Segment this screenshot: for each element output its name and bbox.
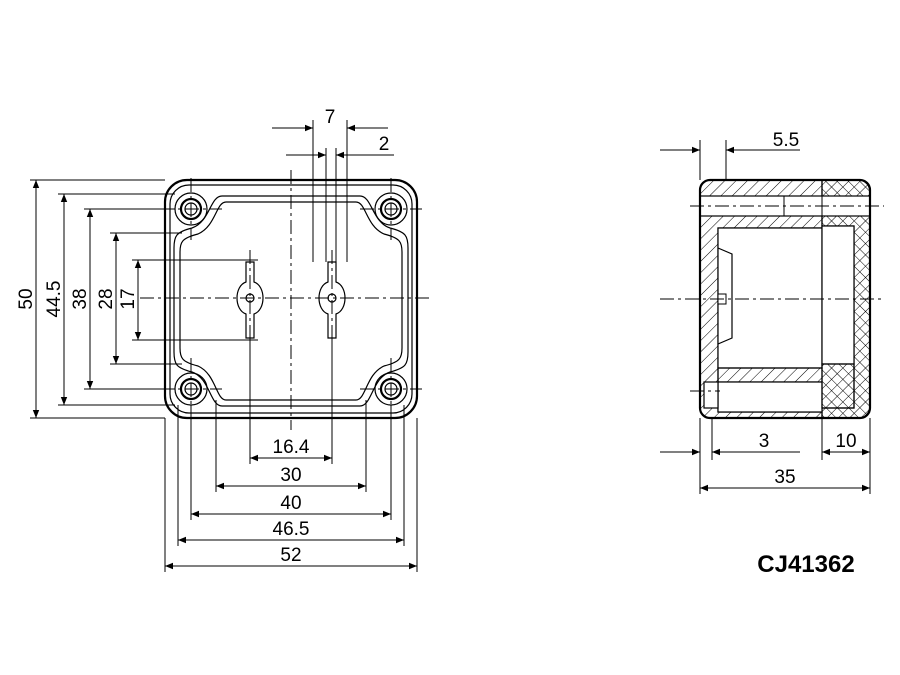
cavity-inner — [179, 201, 403, 401]
dim-height-28: 28 — [96, 288, 117, 309]
dim-height-44-5: 44.5 — [44, 281, 65, 318]
dim-wall-5-5: 5.5 — [773, 130, 799, 151]
dim-lid-10: 10 — [835, 431, 856, 452]
side-view: 5.5 3 10 35 — [660, 130, 884, 494]
part-number: CJ41362 — [757, 551, 854, 578]
dim-base-3: 3 — [759, 431, 770, 452]
dim-post-width-7: 7 — [325, 107, 336, 128]
dim-height-50: 50 — [16, 288, 37, 309]
dim-width-30: 30 — [280, 465, 301, 486]
dim-height-38: 38 — [70, 288, 91, 309]
dim-height-17: 17 — [118, 288, 139, 309]
dim-width-52: 52 — [280, 545, 301, 566]
dim-width-16-4: 16.4 — [273, 437, 310, 458]
front-view: 50 44.5 38 28 17 16.4 30 40 46.5 52 — [16, 107, 432, 572]
dim-hole-2: 2 — [379, 134, 390, 155]
dim-width-46-5: 46.5 — [273, 519, 310, 540]
dim-width-40: 40 — [280, 493, 301, 514]
dim-depth-35: 35 — [774, 467, 795, 488]
